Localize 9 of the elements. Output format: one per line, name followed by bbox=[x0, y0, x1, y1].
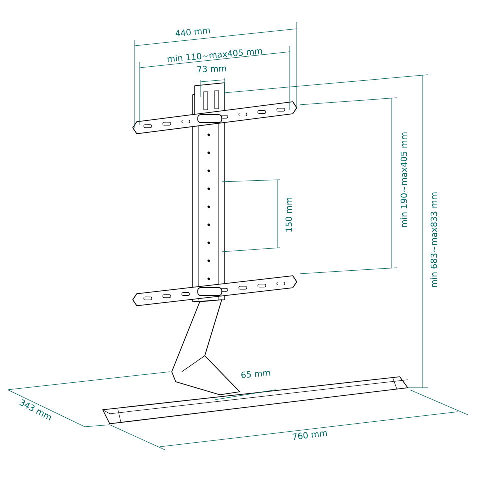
dimension-label: 150 mm bbox=[286, 198, 292, 232]
dimension-label: min 683~max833 mm bbox=[430, 192, 438, 288]
dimension-label: 73 mm bbox=[198, 66, 226, 73]
dimension-label: min 190~max405 mm bbox=[400, 132, 408, 228]
dimension-label: 343 mm bbox=[20, 399, 52, 421]
dimension-label: 440 mm bbox=[176, 28, 210, 37]
dimension-label: 65 mm bbox=[242, 371, 271, 378]
dimension-label: min 110~max405 mm bbox=[168, 49, 262, 62]
dimension-label: 760 mm bbox=[292, 431, 328, 440]
